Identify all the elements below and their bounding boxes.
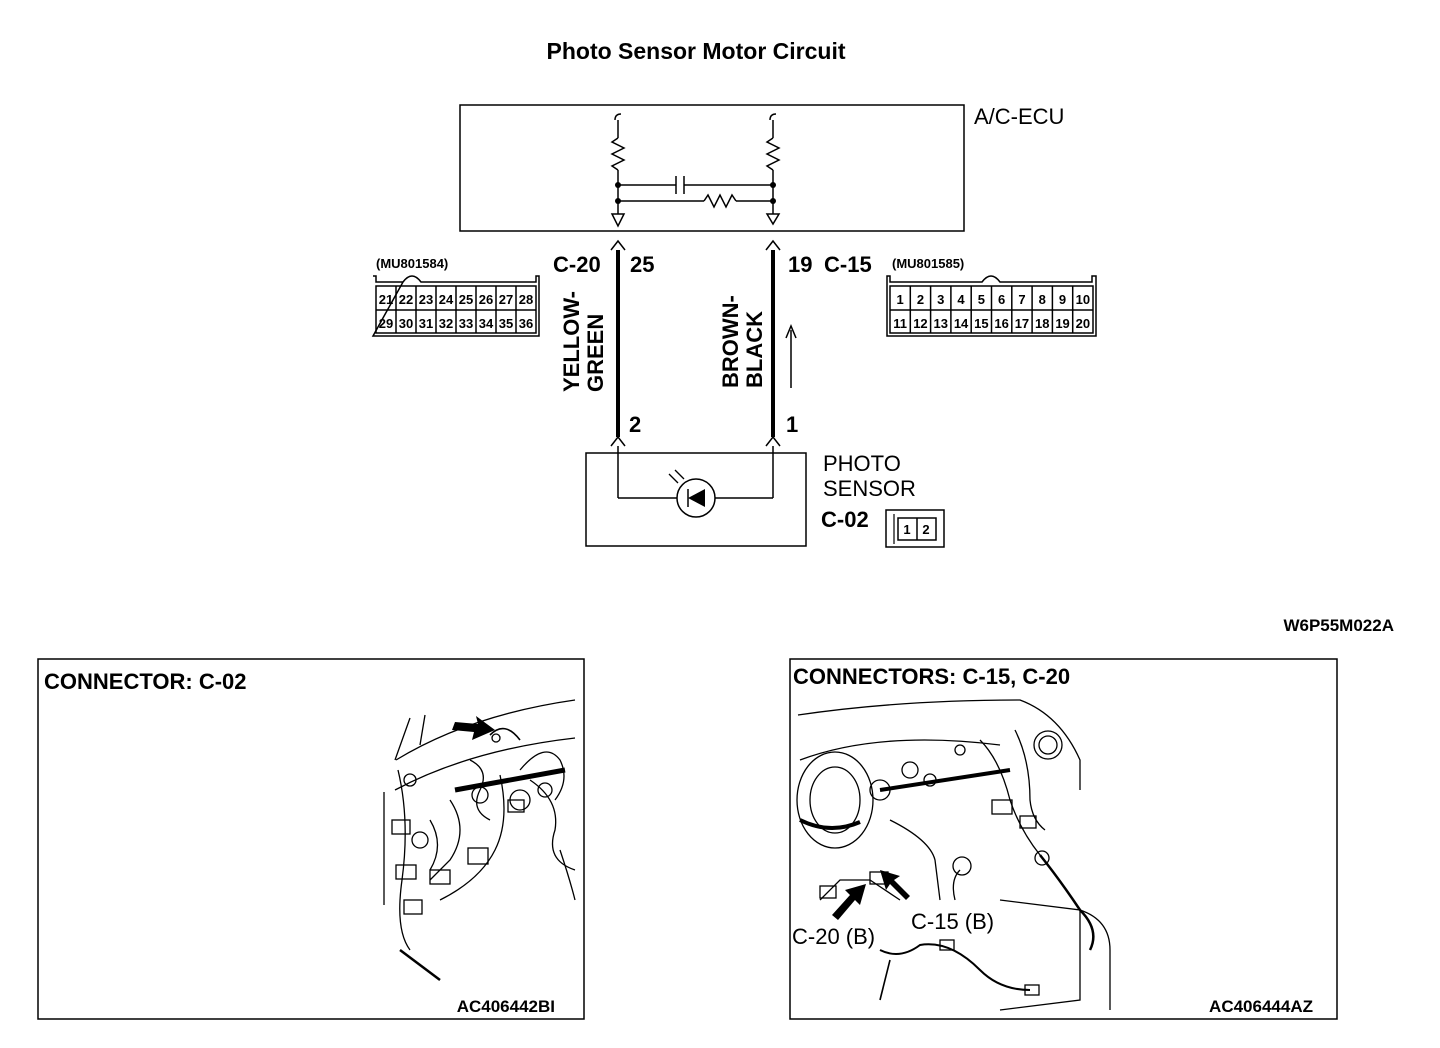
wire-color-left-line1: YELLOW- [559, 291, 584, 392]
sensor-connector-label: C-02 [821, 507, 869, 532]
ecu-label: A/C-ECU [974, 104, 1064, 129]
connector-pin: 28 [519, 292, 533, 307]
c20-part-number: (MU801584) [376, 256, 448, 271]
sensor-pin-right: 1 [786, 412, 798, 437]
c02-connector-face: 1 2 [885, 509, 945, 548]
c15-location-arrow-icon [880, 870, 910, 900]
page-title: Photo Sensor Motor Circuit [547, 38, 846, 64]
sensor-label-line1: PHOTO [823, 451, 901, 476]
right-panel-title: CONNECTORS: C-15, C-20 [793, 664, 1070, 689]
connector-pin: 16 [994, 316, 1008, 331]
connector-pin: 23 [419, 292, 433, 307]
connector-pin: 15 [974, 316, 988, 331]
connector-pin: 31 [419, 316, 433, 331]
c20-connector-label: C-20 [553, 252, 601, 277]
dashboard-harness-illustration-left [383, 699, 576, 981]
wire-color-left-line2: GREEN [583, 314, 608, 392]
dashboard-harness-illustration-right [796, 699, 1111, 1011]
connector-pin: 2 [917, 292, 924, 307]
c02-location-arrow-icon [452, 716, 495, 740]
connector-pin: 3 [937, 292, 944, 307]
connector-pin: 19 [1055, 316, 1069, 331]
connector-pin: 24 [439, 292, 454, 307]
connector-pin: 20 [1076, 316, 1090, 331]
right-panel-frame [789, 658, 1338, 1020]
c20-location-arrow-icon [832, 884, 866, 920]
left-panel-frame [37, 658, 585, 1020]
c20-terminal-number: 25 [630, 252, 654, 277]
ecu-internal-circuit [610, 113, 781, 228]
ecu-box [459, 104, 965, 232]
connector-pin: 9 [1059, 292, 1066, 307]
left-panel-title: CONNECTOR: C-02 [44, 669, 247, 694]
connector-pin: 30 [399, 316, 413, 331]
connector-pin: 13 [934, 316, 948, 331]
harness-wires [610, 239, 781, 447]
connector-pin: 11 [893, 316, 907, 331]
connector-pin: 35 [499, 316, 513, 331]
c02-pin: 2 [922, 522, 929, 537]
connector-pin: 7 [1018, 292, 1025, 307]
sensor-pin-left: 2 [629, 412, 641, 437]
connector-pin: 33 [459, 316, 473, 331]
c15-terminal-number: 19 [788, 252, 812, 277]
right-panel-code: AC406444AZ [1209, 997, 1313, 1016]
sensor-label-line2: SENSOR [823, 476, 916, 501]
connector-pin: 22 [399, 292, 413, 307]
connector-pin: 25 [459, 292, 473, 307]
connector-pin: 1 [897, 292, 904, 307]
wire-color-right-line1: BROWN- [718, 295, 743, 388]
connector-pin: 10 [1076, 292, 1090, 307]
c20-location-label: C-20 (B) [792, 924, 875, 949]
connector-pin: 8 [1039, 292, 1046, 307]
c15-connector-label: C-15 [824, 252, 872, 277]
c02-pin: 1 [903, 522, 910, 537]
diagram-code: W6P55M022A [1283, 616, 1394, 635]
connector-pin: 6 [998, 292, 1005, 307]
connector-pin: 5 [978, 292, 985, 307]
photo-sensor-box [585, 446, 807, 547]
wire-color-right-line2: BLACK [742, 311, 767, 388]
connector-pin: 12 [913, 316, 927, 331]
left-panel-code: AC406442BI [457, 997, 555, 1016]
c20-connector-face: 21 22 23 24 25 26 27 28 29 30 31 32 33 34 35 36 [371, 275, 540, 337]
connector-pin: 27 [499, 292, 513, 307]
connector-pin: 17 [1015, 316, 1029, 331]
connector-pin: 36 [519, 316, 533, 331]
connector-pin: 26 [479, 292, 493, 307]
ecu-junction-dots [615, 182, 776, 204]
connector-pin: 32 [439, 316, 453, 331]
current-direction-arrow [785, 324, 797, 388]
connector-pin: 21 [379, 292, 393, 307]
connector-pin: 4 [957, 292, 965, 307]
photodiode-icon [668, 469, 716, 518]
connector-pin: 29 [379, 316, 393, 331]
c15-location-label: C-15 (B) [911, 909, 994, 934]
c15-part-number: (MU801585) [892, 256, 964, 271]
connector-pin: 18 [1035, 316, 1049, 331]
connector-pin: 34 [479, 316, 494, 331]
connector-pin: 14 [954, 316, 969, 331]
